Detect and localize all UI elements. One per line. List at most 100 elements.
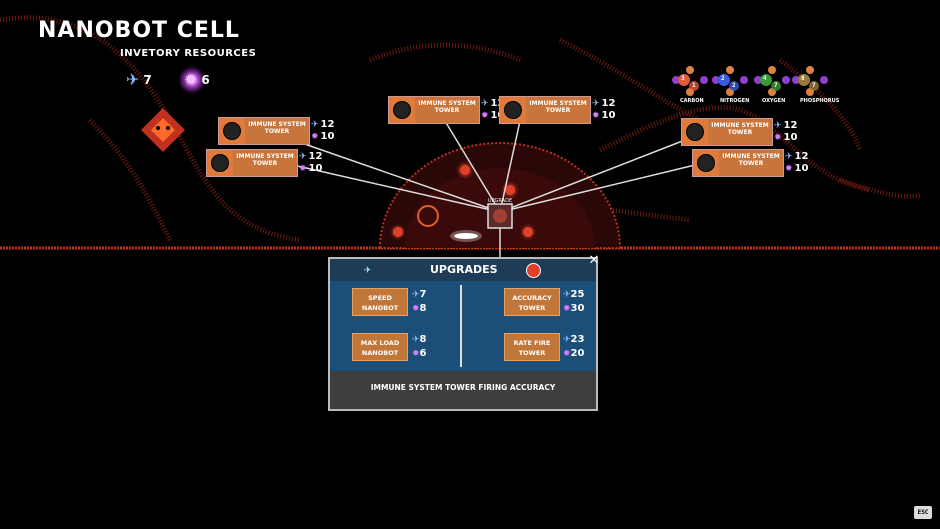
element-count: 7 <box>774 82 778 89</box>
panel-header: ✈ UPGRADES <box>330 259 596 281</box>
energy-icon: ✹ <box>299 164 307 174</box>
tower-icon <box>500 97 526 123</box>
nanobot-icon: ✈ <box>481 99 489 109</box>
energy-icon: ✹ <box>785 164 793 174</box>
page-title: NANOBOT CELL <box>38 18 240 43</box>
nanobot-icon: ✈ <box>126 70 140 89</box>
element-name: OXYGEN <box>762 98 786 104</box>
tower-card[interactable]: IMMUNE SYSTEM TOWER <box>681 118 773 146</box>
nanobot-icon: ✈ <box>785 152 793 162</box>
cost-nanobots: 23 <box>570 334 585 345</box>
molecule-icon <box>754 66 790 96</box>
tower-icon <box>682 119 708 145</box>
cost-energy: 8 <box>419 303 427 314</box>
close-icon[interactable]: ✕ <box>589 249 599 268</box>
energy-resource: ✹ 6 <box>184 70 210 89</box>
cost-nanobots: 25 <box>570 289 585 300</box>
tower-card[interactable]: IMMUNE SYSTEM TOWER <box>692 149 784 177</box>
tower-label: IMMUNE SYSTEM TOWER <box>708 119 772 145</box>
nanobot-icon: ✈ <box>412 290 420 300</box>
upgrade-hub-label: UPGRADE <box>488 198 512 204</box>
max-load-nanobot-cost: ✈8 ✹6 <box>412 333 427 361</box>
max-load-nanobot-button[interactable]: MAX LOAD NANOBOT <box>352 333 408 361</box>
element-count: 2 <box>732 82 736 89</box>
cost-nanobots: 12 <box>320 119 335 130</box>
cost-energy: 10 <box>320 131 335 142</box>
element-count: 4 <box>763 75 767 82</box>
upgrades-panel: ✈ UPGRADES SPEED NANOBOT ✈7 ✹8 MAX LOAD … <box>328 257 598 411</box>
molecule-icon <box>672 66 708 96</box>
panel-title: UPGRADES <box>430 263 498 276</box>
energy-count: 6 <box>201 72 210 87</box>
tower-label: IMMUNE SYSTEM TOWER <box>233 150 297 176</box>
cost-energy: 10 <box>490 110 505 121</box>
energy-icon: ✹ <box>412 349 420 359</box>
cost-nanobots: 8 <box>419 334 427 345</box>
element-count: 1 <box>692 82 696 89</box>
cost-energy: 10 <box>308 163 323 174</box>
molecule-icon <box>792 66 828 96</box>
molecule-icon <box>712 66 748 96</box>
tower-card[interactable]: IMMUNE SYSTEM TOWER <box>499 96 591 124</box>
accuracy-tower-cost: ✈25 ✹30 <box>563 288 584 316</box>
cost-nanobots: 12 <box>490 98 505 109</box>
energy-icon: ✹ <box>774 133 782 143</box>
element-name: CARBON <box>680 98 704 104</box>
element-count: 2 <box>721 75 725 82</box>
tower-label: IMMUNE SYSTEM TOWER <box>415 97 479 123</box>
tower-icon <box>389 97 415 123</box>
tower-icon <box>526 263 541 278</box>
nanobot-icon: ✈ <box>299 152 307 162</box>
tower-label: IMMUNE SYSTEM TOWER <box>245 118 309 144</box>
tower-icon <box>693 150 719 176</box>
nanobot-resource: ✈ 7 <box>126 70 152 89</box>
tower-label: IMMUNE SYSTEM TOWER <box>719 150 783 176</box>
nanobot-icon: ✈ <box>412 335 420 345</box>
tower-cost: ✈12✹10 <box>299 151 322 175</box>
esc-button[interactable]: ESC <box>914 506 932 519</box>
speed-nanobot-cost: ✈7 ✹8 <box>412 288 427 316</box>
cost-energy: 30 <box>570 303 585 314</box>
tower-card[interactable]: IMMUNE SYSTEM TOWER <box>218 117 310 145</box>
cost-nanobots: 12 <box>783 120 798 131</box>
nanobot-icon: ✈ <box>563 290 571 300</box>
cost-energy: 6 <box>419 348 427 359</box>
energy-icon: ✹ <box>563 349 571 359</box>
tower-card[interactable]: IMMUNE SYSTEM TOWER <box>388 96 480 124</box>
cost-nanobots: 12 <box>794 151 809 162</box>
nanobot-icon: ✈ <box>563 335 571 345</box>
tower-icon <box>207 150 233 176</box>
tower-cost: ✈12✹10 <box>481 98 504 122</box>
element-count: 7 <box>812 82 816 89</box>
rate-fire-tower-cost: ✈23 ✹20 <box>563 333 584 361</box>
nanobot-icon: ✈ <box>311 120 319 130</box>
energy-icon: ✹ <box>481 111 489 121</box>
energy-icon: ✹ <box>412 304 420 314</box>
upgrade-description: IMMUNE SYSTEM TOWER FIRING ACCURACY <box>370 383 556 392</box>
panel-body: SPEED NANOBOT ✈7 ✹8 MAX LOAD NANOBOT ✈8 … <box>330 281 596 371</box>
energy-icon: ✹ <box>592 111 600 121</box>
energy-icon: ✹ <box>184 70 198 89</box>
cost-energy: 20 <box>570 348 585 359</box>
accuracy-tower-button[interactable]: ACCURACY TOWER <box>504 288 560 316</box>
element-count: 3 <box>681 75 685 82</box>
element-name: NITROGEN <box>720 98 750 104</box>
tower-card[interactable]: IMMUNE SYSTEM TOWER <box>206 149 298 177</box>
tower-cost: ✈12✹10 <box>311 119 334 143</box>
rate-fire-tower-button[interactable]: RATE FIRE TOWER <box>504 333 560 361</box>
nanobot-count: 7 <box>143 72 152 87</box>
cost-energy: 10 <box>794 163 809 174</box>
inventory-label: INVETORY RESOURCES <box>120 48 257 59</box>
element-count: 8 <box>801 75 805 82</box>
tower-cost: ✈12✹10 <box>592 98 615 122</box>
speed-nanobot-button[interactable]: SPEED NANOBOT <box>352 288 408 316</box>
tower-links <box>292 120 696 260</box>
cost-nanobots: 7 <box>419 289 427 300</box>
tower-cost: ✈12✹10 <box>774 120 797 144</box>
tower-label: IMMUNE SYSTEM TOWER <box>526 97 590 123</box>
energy-icon: ✹ <box>563 304 571 314</box>
